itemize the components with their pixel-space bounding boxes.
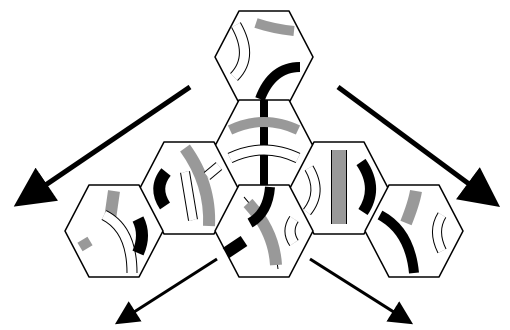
hex-tile-top [215, 11, 313, 103]
tiles [65, 11, 463, 277]
